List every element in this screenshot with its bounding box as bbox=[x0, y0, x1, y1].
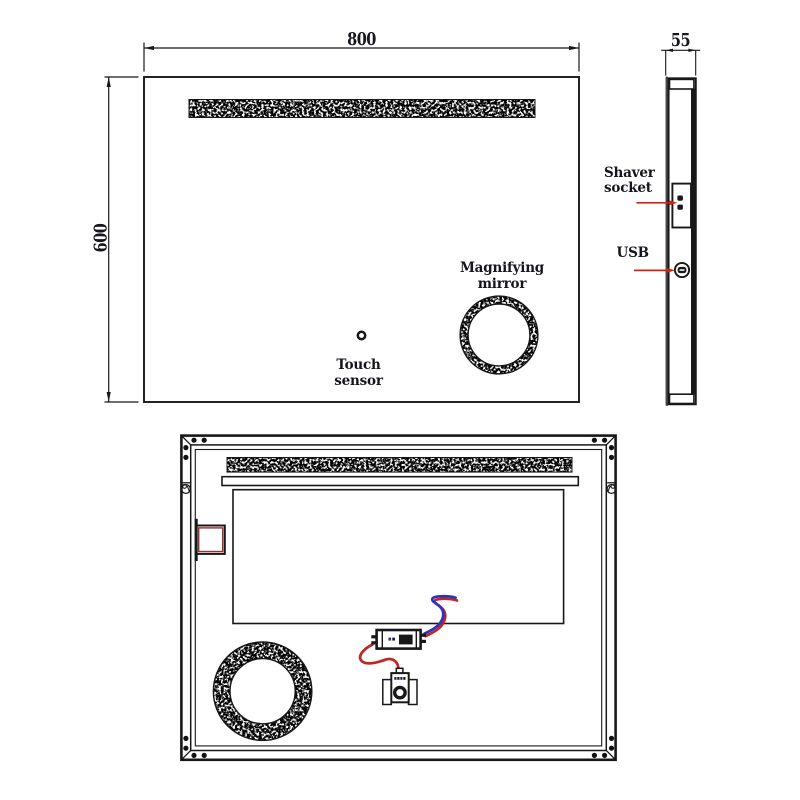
frame-miter-joints bbox=[180, 435, 617, 761]
wire-blue bbox=[423, 594, 457, 635]
front-magnifier-ring bbox=[459, 295, 539, 375]
led-profile-rail bbox=[221, 475, 580, 487]
front-height-dimension bbox=[104, 76, 139, 403]
side-depth-dimension bbox=[661, 48, 701, 76]
touch-sensor-dot bbox=[356, 330, 367, 341]
hanging-bracket-left bbox=[180, 482, 191, 495]
back-led-strip bbox=[226, 457, 573, 473]
frame-screws bbox=[183, 437, 615, 759]
back-view bbox=[180, 434, 617, 762]
front-view bbox=[104, 42, 580, 403]
shaver-socket-label: Shaver socket bbox=[604, 164, 655, 196]
front-width-dim-label: 800 bbox=[347, 28, 376, 50]
wire-red-sensor bbox=[358, 643, 401, 672]
usb-label: USB bbox=[616, 245, 650, 261]
side-rear-stripe bbox=[691, 88, 696, 395]
back-frame-inner bbox=[189, 444, 608, 752]
usb-port bbox=[673, 261, 691, 279]
hanging-bracket-right bbox=[606, 482, 617, 495]
side-top-cap bbox=[668, 78, 695, 90]
demister-pad bbox=[232, 488, 565, 625]
side-view bbox=[634, 48, 701, 406]
front-led-strip bbox=[188, 99, 536, 118]
back-magnifier-ring bbox=[212, 641, 313, 742]
sensor-module bbox=[382, 667, 418, 706]
wires bbox=[358, 594, 459, 672]
front-mirror-outline bbox=[143, 76, 580, 403]
magnifying-mirror-label: Magnifying mirror bbox=[459, 260, 545, 292]
front-width-dimension bbox=[143, 42, 580, 72]
back-frame-inner2 bbox=[194, 448, 603, 747]
side-bottom-cap bbox=[668, 393, 695, 405]
junction-box bbox=[194, 518, 226, 561]
touch-sensor-label: Touch sensor bbox=[334, 357, 383, 389]
side-depth-dim-label: 55 bbox=[670, 30, 691, 51]
shaver-socket bbox=[671, 182, 692, 229]
annotation-arrows bbox=[634, 200, 678, 273]
led-driver bbox=[371, 628, 426, 650]
